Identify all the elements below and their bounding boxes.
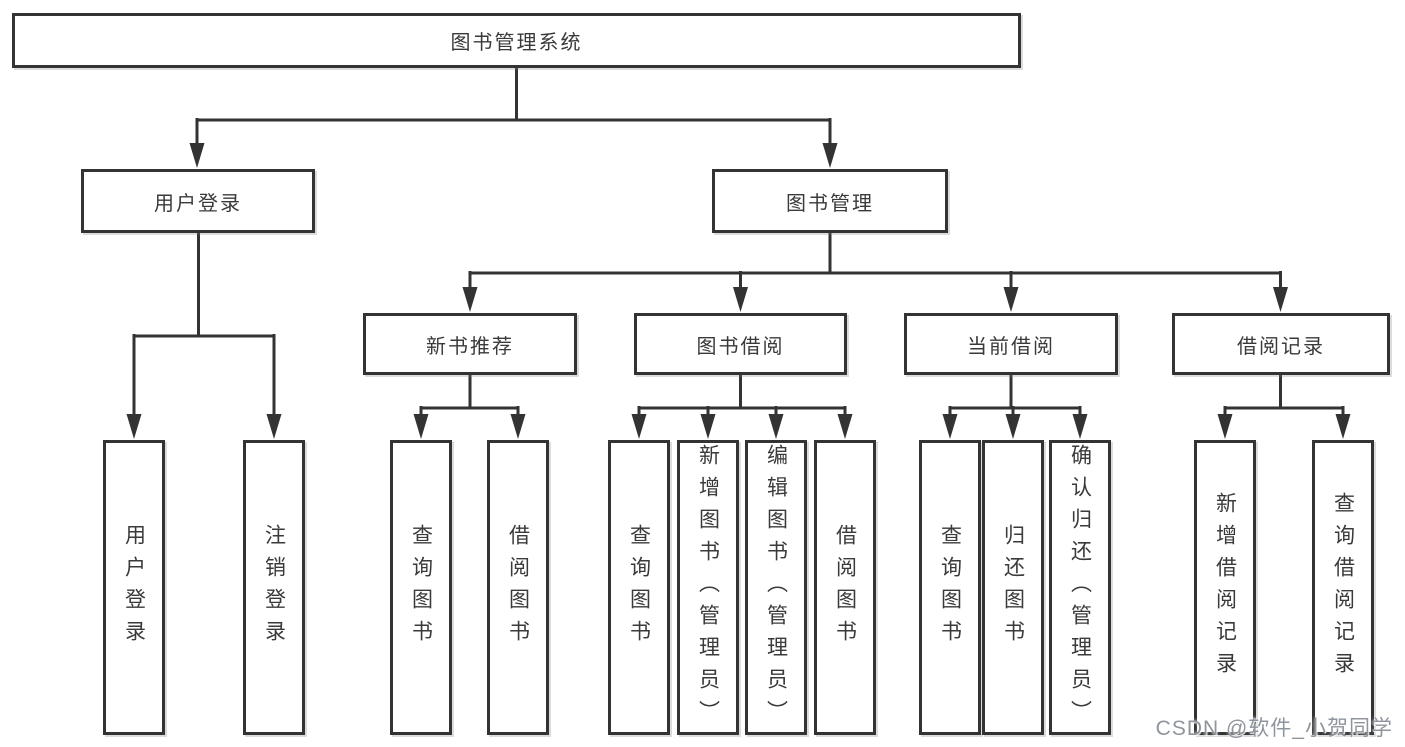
leaf-return-books-label: 归还图书 (1001, 523, 1025, 652)
leaf-edit-books-admin: 编辑图书（管理员） (745, 440, 807, 735)
node-current-borrow-label: 当前借阅 (967, 335, 1055, 358)
node-new-book-recommend-label: 新书推荐 (426, 335, 514, 358)
leaf-borrow-books-1-label: 借阅图书 (506, 523, 530, 652)
leaf-borrow-books-2-label: 借阅图书 (833, 523, 857, 652)
node-book-management: 图书管理 (712, 169, 948, 233)
arrowhead-icon (768, 414, 784, 439)
leaf-query-books-2: 查询图书 (608, 440, 670, 735)
csdn-watermark: CSDN @软件_小贺同学 (1155, 717, 1393, 740)
leaf-borrow-books-1: 借阅图书 (487, 440, 549, 735)
node-user-login: 用户登录 (81, 169, 315, 233)
leaf-add-borrow-record-label: 新增借阅记录 (1213, 491, 1237, 684)
node-current-borrow: 当前借阅 (904, 313, 1118, 375)
tree-edges (132, 66, 1345, 417)
arrowhead-icon (733, 287, 748, 312)
leaf-logout-label: 注销登录 (262, 523, 286, 652)
node-user-login-label: 用户登录 (154, 192, 242, 215)
leaf-user-login: 用户登录 (103, 440, 165, 735)
arrowhead-icon (1335, 414, 1351, 439)
arrowhead-icon (1003, 287, 1019, 312)
leaf-borrow-books-2: 借阅图书 (814, 440, 876, 735)
arrowhead-icon (510, 414, 526, 439)
node-root: 图书管理系统 (12, 13, 1021, 68)
arrowheads (126, 143, 1351, 439)
arrowhead-icon (1005, 414, 1021, 439)
arrowhead-icon (1273, 287, 1288, 312)
arrowhead-icon (189, 143, 205, 168)
node-book-borrow-label: 图书借阅 (696, 335, 785, 358)
arrowhead-icon (266, 414, 282, 439)
node-borrow-records-label: 借阅记录 (1237, 335, 1325, 358)
arrowhead-icon (1217, 414, 1233, 439)
leaf-logout: 注销登录 (243, 440, 305, 735)
leaf-add-books-admin: 新增图书（管理员） (677, 440, 739, 735)
arrowhead-icon (837, 414, 853, 439)
node-root-label: 图书管理系统 (450, 32, 583, 54)
leaf-query-books-3-label: 查询图书 (938, 523, 962, 652)
leaf-query-books-1-label: 查询图书 (409, 523, 433, 652)
arrowhead-icon (462, 287, 478, 312)
arrowhead-icon (1072, 414, 1088, 439)
arrowhead-icon (700, 414, 716, 439)
node-book-management-label: 图书管理 (786, 192, 874, 215)
leaf-confirm-return-admin: 确认归还（管理员） (1049, 440, 1111, 735)
node-book-borrow: 图书借阅 (634, 313, 847, 375)
arrowhead-icon (822, 143, 838, 168)
leaf-edit-books-admin-label: 编辑图书（管理员） (764, 443, 788, 732)
arrowhead-icon (942, 414, 958, 439)
node-new-book-recommend: 新书推荐 (363, 313, 577, 375)
leaf-query-books-2-label: 查询图书 (627, 523, 651, 652)
leaf-query-borrow-record-label: 查询借阅记录 (1331, 491, 1355, 684)
arrowhead-icon (631, 414, 647, 439)
arrowhead-icon (126, 414, 142, 439)
leaf-return-books: 归还图书 (982, 440, 1044, 735)
arrowhead-icon (413, 414, 429, 439)
leaf-query-books-1: 查询图书 (390, 440, 452, 735)
leaf-query-borrow-record: 查询借阅记录 (1312, 440, 1374, 735)
leaf-query-books-3: 查询图书 (919, 440, 981, 735)
leaf-confirm-return-admin-label: 确认归还（管理员） (1068, 443, 1092, 732)
leaf-user-login-label: 用户登录 (122, 523, 146, 652)
leaf-add-books-admin-label: 新增图书（管理员） (696, 443, 720, 732)
leaf-add-borrow-record: 新增借阅记录 (1194, 440, 1256, 735)
node-borrow-records: 借阅记录 (1172, 313, 1390, 375)
